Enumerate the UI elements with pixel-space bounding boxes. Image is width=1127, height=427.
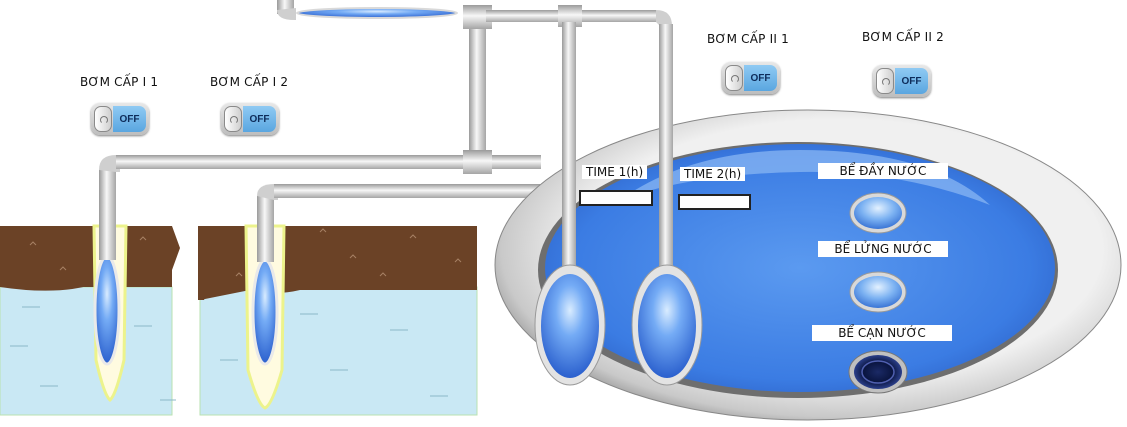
stage1-pump2-toggle[interactable]: OFF	[221, 103, 279, 135]
stage2-pump2-toggle[interactable]: OFF	[873, 65, 931, 97]
stage2-pump2-state: OFF	[895, 68, 928, 94]
distribution-tank	[296, 7, 458, 19]
well-right	[198, 226, 478, 416]
stage1-pump1-label: BƠM CẤP I 1	[80, 75, 159, 89]
time1-label: TIME 1(h)	[582, 165, 648, 179]
stage2-pump1-toggle[interactable]: OFF	[722, 62, 780, 94]
toggle-knob-icon	[876, 68, 894, 94]
stage1-pump1-state: OFF	[113, 106, 146, 132]
toggle-knob-icon	[94, 106, 112, 132]
well-left	[0, 226, 180, 416]
time2-label: TIME 2(h)	[680, 167, 746, 181]
level-empty-label: BỂ CẠN NƯỚC	[812, 325, 952, 341]
stage1-pump1-toggle[interactable]: OFF	[91, 103, 149, 135]
level-empty-lamp	[854, 355, 902, 389]
stage2-pump2-label: BƠM CẤP II 2	[862, 30, 944, 44]
pipe-stage2	[562, 22, 673, 272]
stage1-pump2-label: BƠM CẤP I 2	[210, 75, 289, 89]
level-full-label: BỂ ĐẦY NƯỚC	[818, 163, 948, 179]
stage2-pump-2	[638, 274, 696, 378]
submersible-pump-1	[93, 254, 121, 366]
toggle-knob-icon	[725, 65, 743, 91]
level-full-lamp	[854, 197, 902, 229]
submersible-pump-2	[251, 258, 279, 366]
stage2-pump-1	[541, 274, 599, 378]
stage1-pump2-state: OFF	[243, 106, 276, 132]
time2-input[interactable]	[678, 194, 751, 210]
level-half-lamp	[854, 276, 902, 308]
level-half-label: BỂ LỬNG NƯỚC	[818, 241, 948, 257]
stage2-pump1-state: OFF	[744, 65, 777, 91]
water-ripples	[10, 306, 448, 401]
time1-input[interactable]	[579, 190, 653, 206]
pipe-stage1	[99, 5, 541, 262]
pipe-distribution	[277, 0, 672, 27]
soil-texture	[29, 228, 462, 277]
stage2-pump1-label: BƠM CẤP II 1	[707, 32, 789, 46]
toggle-knob-icon	[224, 106, 242, 132]
